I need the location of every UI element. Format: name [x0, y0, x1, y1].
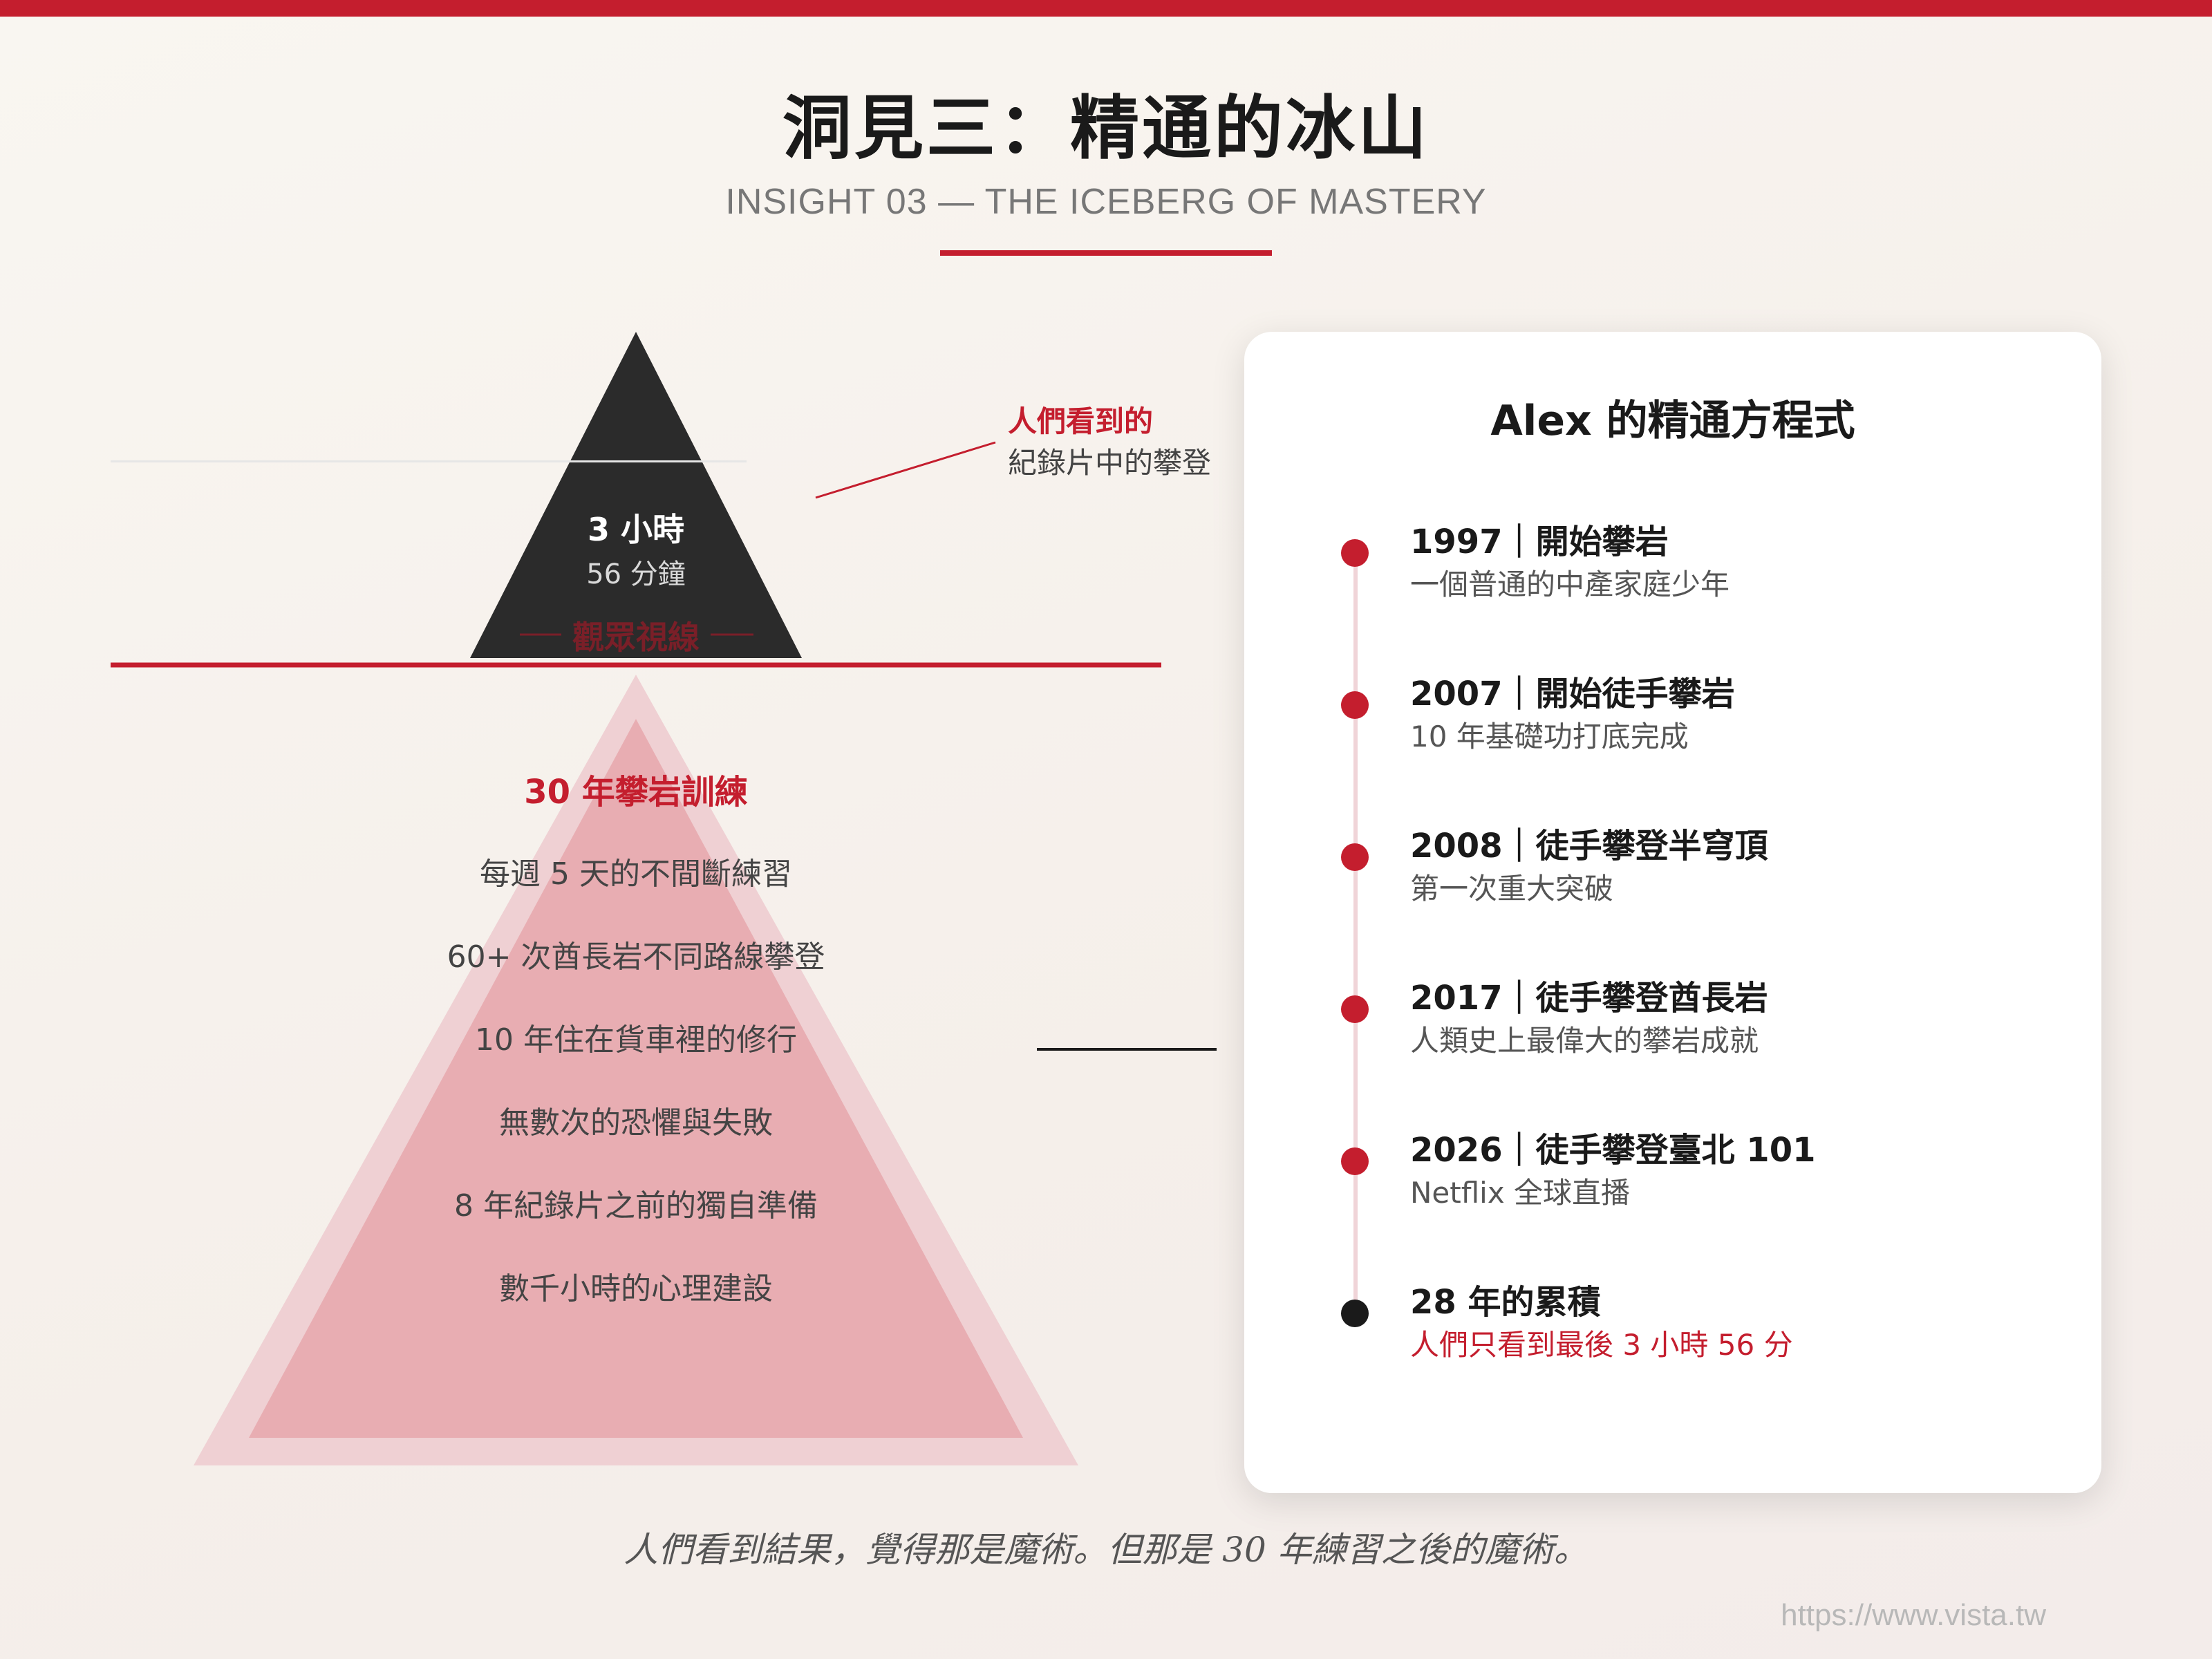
timeline-heading: 1997｜開始攀岩 — [1410, 523, 1669, 561]
footer-quote: 人們看到結果，覺得那是魔術。但那是 30 年練習之後的魔術。 — [624, 1530, 1588, 1570]
mastery-timeline-card: Alex 的精通方程式 — [1244, 332, 2101, 1493]
page-title: 洞見三：精通的冰山 — [782, 88, 1430, 169]
timeline-dot — [1341, 1147, 1369, 1175]
card-title: Alex 的精通方程式 — [1490, 397, 1855, 445]
submerged-item: 10 年住在貨車裡的修行 — [475, 1022, 797, 1058]
timeline-dot — [1341, 843, 1369, 871]
timeline-heading: 2026｜徒手攀登臺北 101 — [1410, 1131, 1816, 1170]
submerged-item: 無數次的恐懼與失敗 — [499, 1105, 773, 1141]
timeline-heading: 2017｜徒手攀登酋長岩 — [1410, 979, 1768, 1018]
title-underline — [940, 250, 1272, 256]
footer-url: https://www.vista.tw — [1781, 1598, 2046, 1632]
page-subtitle: INSIGHT 03 — THE ICEBERG OF MASTERY — [725, 182, 1487, 222]
visible-callout-subtitle: 紀錄片中的攀登 — [1008, 446, 1212, 480]
timeline-heading: 2007｜開始徒手攀岩 — [1410, 675, 1735, 713]
timeline-detail: 10 年基礎功打底完成 — [1410, 720, 1689, 753]
submerged-item: 數千小時的心理建設 — [499, 1271, 773, 1306]
timeline-detail-highlight: 人們只看到最後 3 小時 56 分 — [1410, 1328, 1793, 1362]
tip-minutes-label: 56 分鐘 — [586, 559, 686, 590]
visible-tip — [470, 332, 802, 658]
timeline-heading: 28 年的累積 — [1410, 1283, 1601, 1322]
submerged-body — [249, 719, 1023, 1438]
submerged-item: 8 年紀錄片之前的獨自準備 — [454, 1188, 818, 1224]
timeline-track — [1353, 553, 1358, 1313]
tip-hours-label: 3 小時 — [587, 511, 685, 548]
submerged-title: 30 年攀岩訓練 — [524, 773, 748, 812]
timeline-detail: 人類史上最偉大的攀岩成就 — [1410, 1024, 1759, 1058]
timeline-heading: 2008｜徒手攀登半穹頂 — [1410, 827, 1768, 865]
submerged-item: 每週 5 天的不間斷練習 — [480, 856, 792, 892]
timeline-detail: 第一次重大突破 — [1410, 872, 1614, 906]
timeline-dot-final — [1341, 1300, 1369, 1327]
timeline-detail: 一個普通的中產家庭少年 — [1410, 568, 1730, 601]
top-accent-bar — [0, 0, 2212, 17]
callout-leader — [815, 441, 996, 499]
timeline-dot — [1341, 539, 1369, 567]
visible-callout-title: 人們看到的 — [1008, 404, 1154, 438]
timeline-detail: Netflix 全球直播 — [1410, 1176, 1631, 1210]
submerged-item: 60+ 次酋長岩不同路線攀登 — [447, 939, 825, 975]
timeline-dot — [1341, 995, 1369, 1023]
eyeline-label: 觀眾視線 — [572, 619, 700, 656]
card-divider — [111, 460, 747, 462]
timeline-dot — [1341, 691, 1369, 719]
